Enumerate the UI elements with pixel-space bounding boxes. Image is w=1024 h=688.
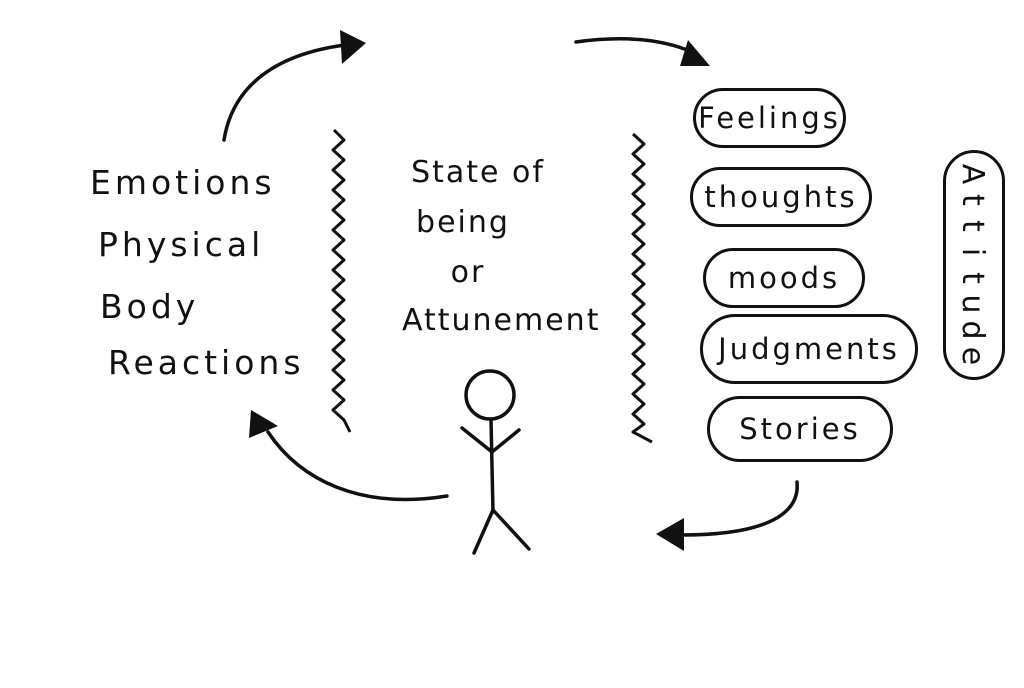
pill-thoughts: thoughts	[690, 167, 872, 227]
pill-judgments-label: Judgments	[718, 331, 900, 366]
zigzag-divider-right	[631, 132, 653, 444]
arrow-state-to-feelings	[574, 37, 710, 66]
label-emotions: Emotions	[90, 163, 276, 202]
pill-moods-label: moods	[727, 260, 841, 295]
stick-figure-icon	[460, 369, 531, 555]
pill-feelings: Feelings	[693, 88, 846, 148]
label-body: Body	[100, 287, 200, 326]
arrow-figure-to-reactions	[249, 410, 449, 502]
pill-judgments: Judgments	[700, 314, 918, 384]
pill-feelings-label: Feelings	[698, 100, 841, 135]
label-or: or	[450, 255, 486, 290]
label-being: being	[416, 205, 510, 240]
arrow-stories-to-figure	[656, 480, 799, 551]
attitude-letter: e	[955, 346, 990, 366]
pill-stories-label: Stories	[739, 411, 861, 446]
pill-stories: Stories	[707, 396, 893, 462]
arrow-emotions-to-state	[222, 30, 366, 142]
label-attunement: Attunement	[402, 303, 601, 338]
pill-thoughts-label: thoughts	[704, 179, 858, 214]
label-state-of: State of	[411, 155, 545, 190]
label-physical: Physical	[98, 225, 265, 264]
pill-moods: moods	[703, 248, 865, 308]
label-reactions: Reactions	[108, 343, 305, 382]
zigzag-divider-left	[331, 128, 352, 433]
